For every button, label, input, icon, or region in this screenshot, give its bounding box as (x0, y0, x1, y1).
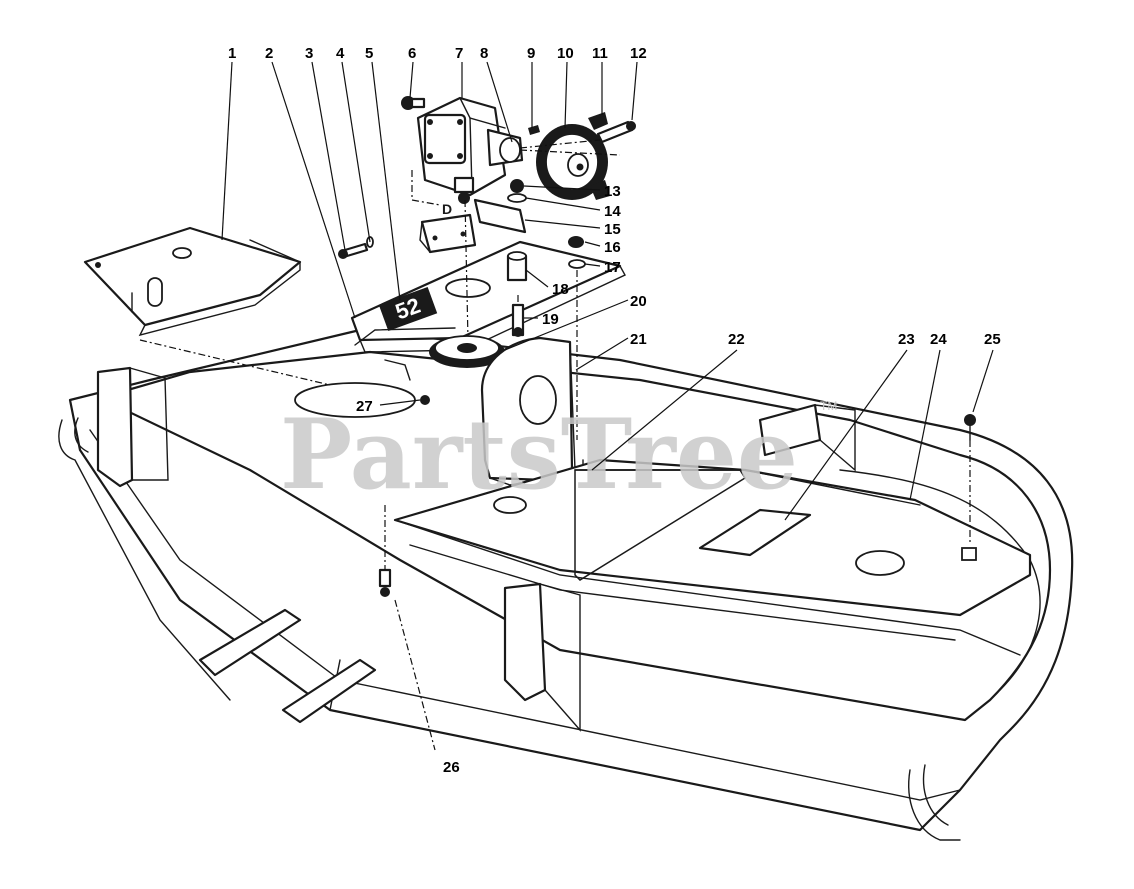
callout-12: 12 (630, 45, 647, 62)
gearbox-mount-plate: 52 (350, 240, 626, 381)
callout-2: 2 (265, 45, 273, 62)
callout-14: 14 (604, 203, 621, 220)
belt-shield-plate (83, 226, 302, 337)
callout-25: 25 (984, 331, 1001, 348)
callout-5: 5 (365, 45, 373, 62)
callout-16: 16 (604, 239, 621, 256)
gearbox-brackets: D (411, 170, 527, 341)
idler-pulley (429, 335, 505, 368)
callout-4: 4 (336, 45, 345, 62)
callout-27: 27 (356, 398, 373, 415)
callout-9: 9 (527, 45, 535, 62)
callout-26: 26 (443, 759, 460, 776)
callout-15: 15 (604, 221, 621, 238)
callout-18: 18 (552, 281, 569, 298)
callout-21: 21 (630, 331, 647, 348)
gearbox-assembly (401, 96, 524, 204)
deck-cover-plate (393, 458, 1032, 617)
drive-pulley (507, 112, 636, 203)
callout-17: 17 (604, 259, 621, 276)
bracket-letter: D (442, 201, 452, 217)
watermark-text: PartsTree (280, 398, 798, 511)
callout-13: 13 (604, 183, 621, 200)
spindle-bearing-bracket (480, 336, 576, 486)
callout-6: 6 (408, 45, 416, 62)
watermark-trademark: TM (820, 399, 837, 413)
assembly-lines (139, 270, 971, 751)
callout-11: 11 (592, 45, 608, 62)
callout-7: 7 (455, 45, 463, 62)
callout-leaders (221, 61, 994, 521)
callout-labels: 1 2 3 4 5 6 7 8 9 10 11 12 13 14 15 16 1… (228, 45, 1001, 776)
callout-10: 10 (557, 45, 574, 62)
callout-22: 22 (728, 331, 745, 348)
callout-3: 3 (305, 45, 313, 62)
callout-1: 1 (228, 45, 236, 62)
callout-20: 20 (630, 293, 647, 310)
callout-24: 24 (930, 331, 947, 348)
callout-8: 8 (480, 45, 488, 62)
callout-23: 23 (898, 331, 915, 348)
callout-19: 19 (542, 311, 559, 328)
